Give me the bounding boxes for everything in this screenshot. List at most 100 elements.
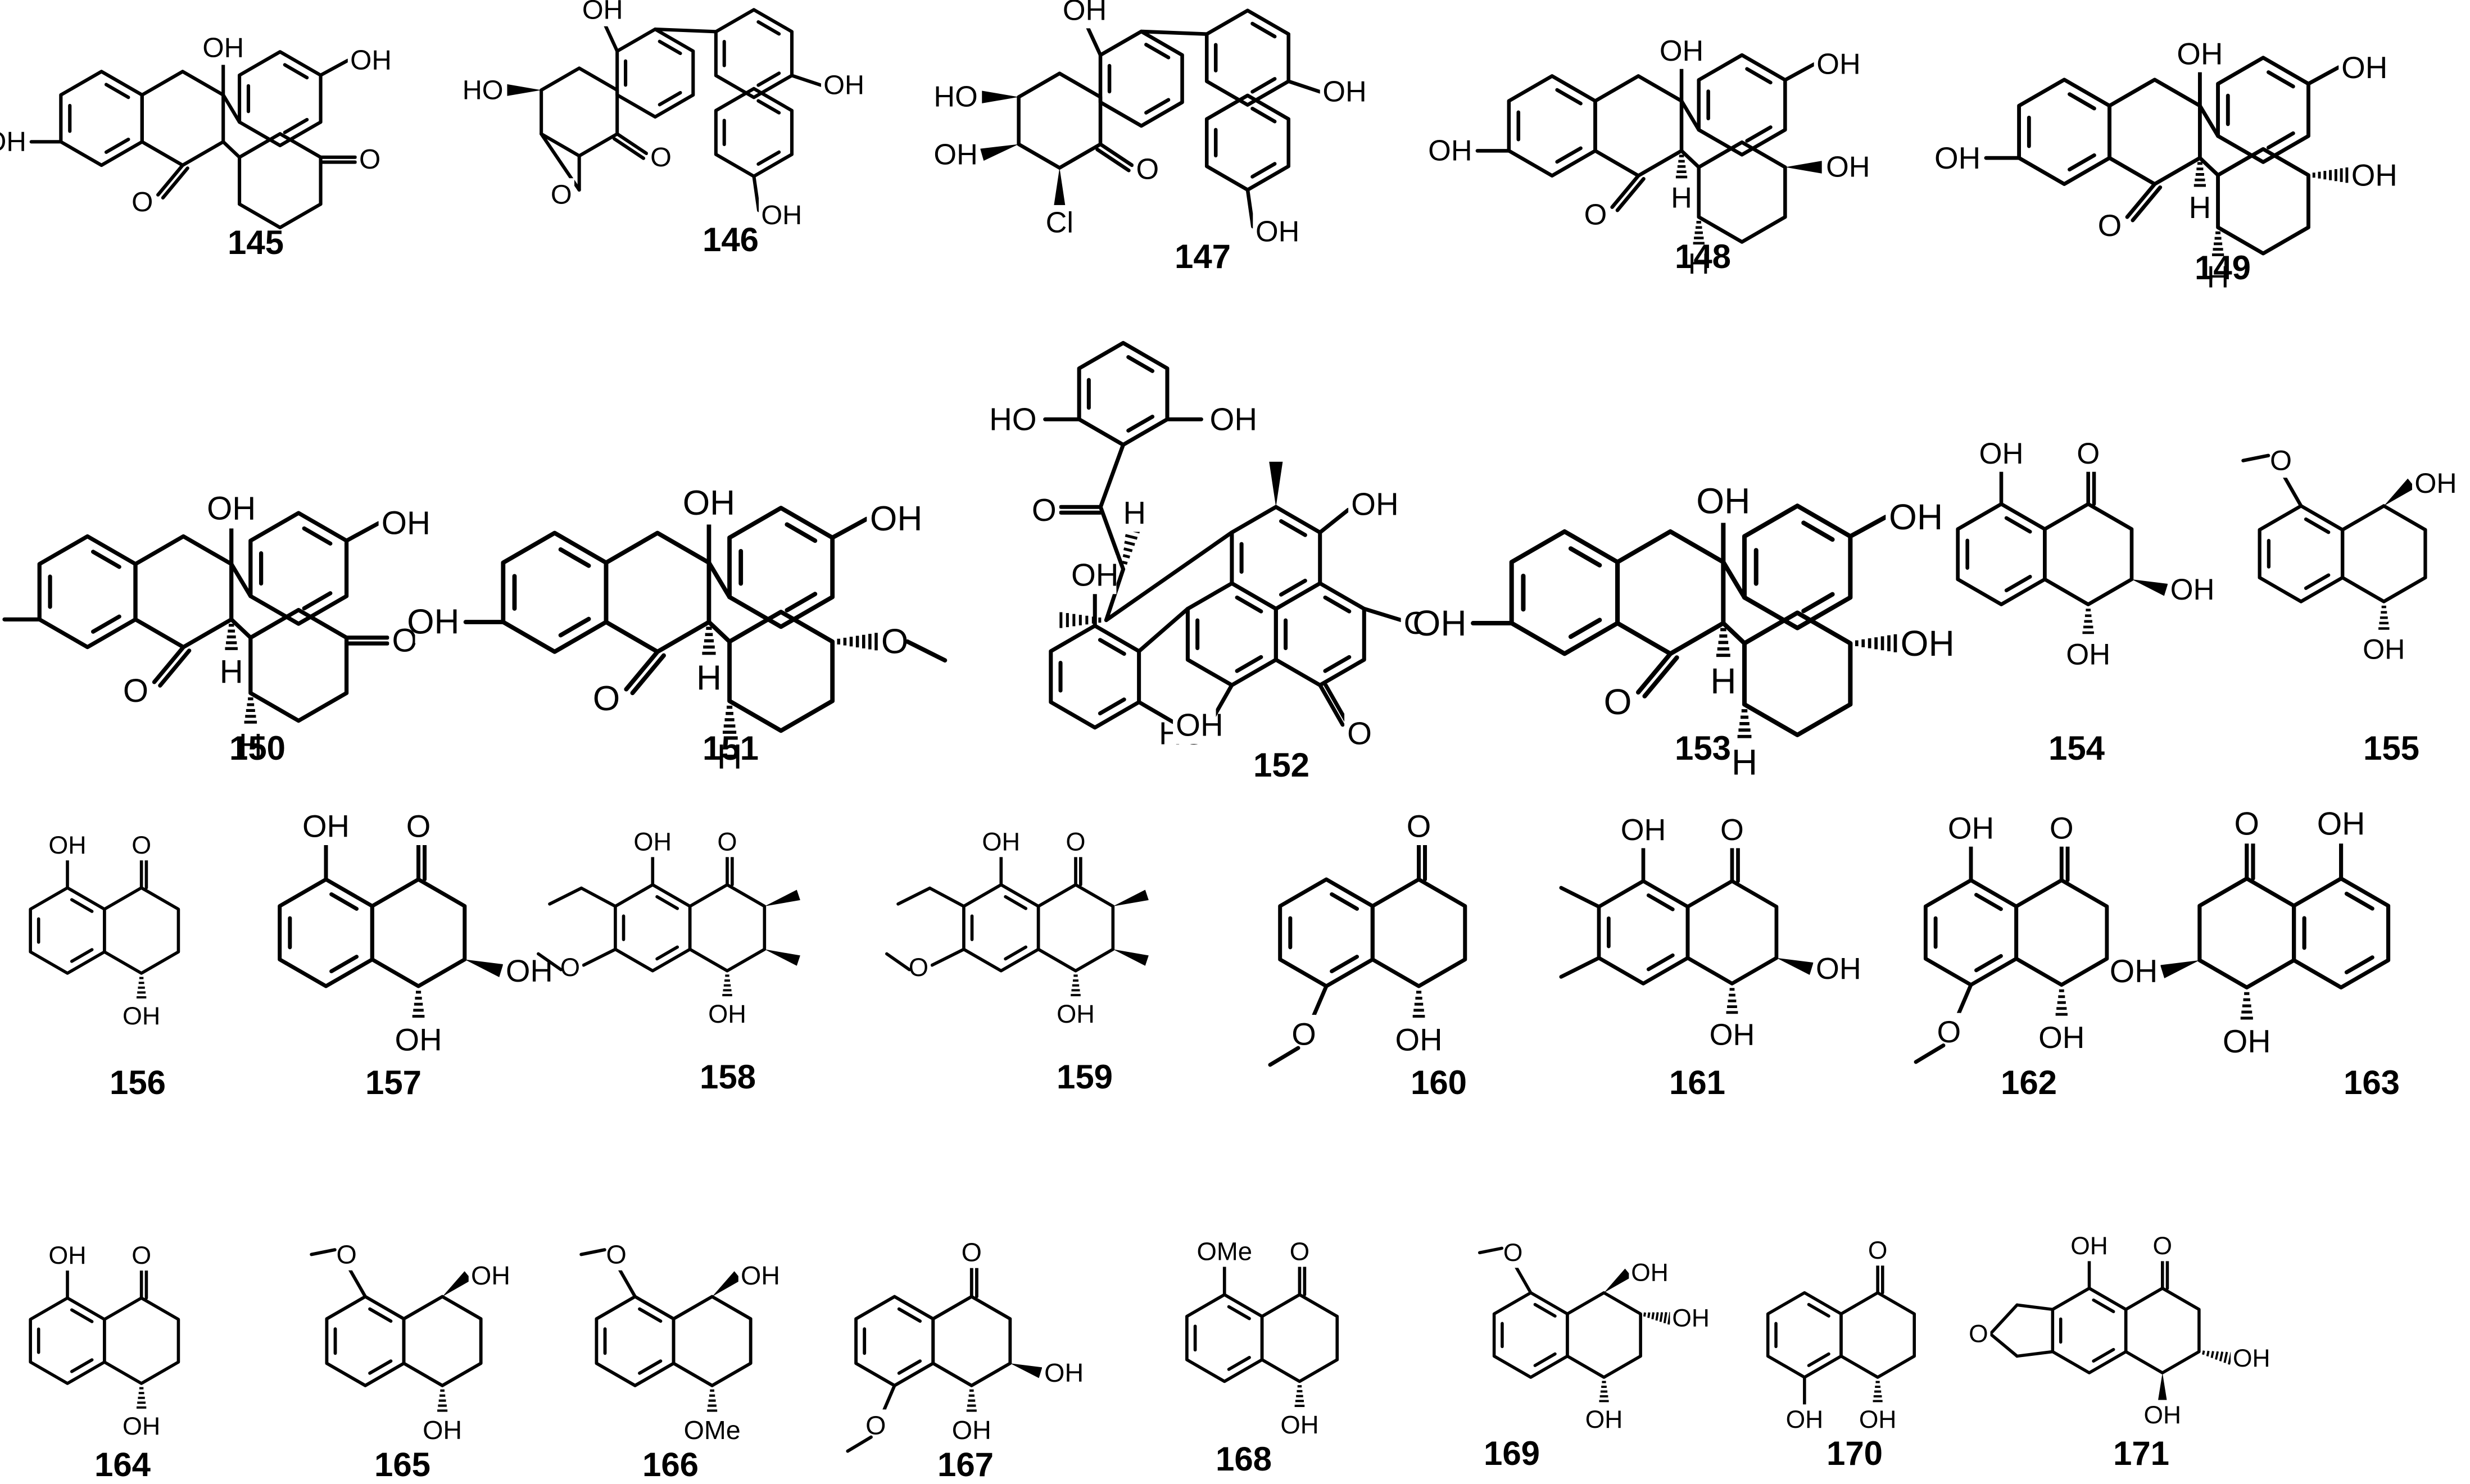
hash-stroke bbox=[1122, 560, 1128, 565]
phenalenone-ring-a-double-bond bbox=[1279, 578, 1307, 597]
naphthalene-ring-b-double-bond bbox=[756, 150, 781, 166]
wedge-benzylic-bond bbox=[2157, 1373, 2168, 1406]
benzene-ring-ring bbox=[2258, 504, 2345, 603]
carbonyl-double-bond bbox=[2131, 185, 2163, 223]
atom-label-background bbox=[911, 952, 931, 983]
ketone-ring bbox=[1593, 74, 1684, 178]
wedge-hydroxyl-bond bbox=[1776, 957, 1814, 975]
saturated-ring bbox=[402, 1295, 483, 1387]
carbonyl-o-label: O bbox=[1136, 153, 1159, 185]
saturated-ring bbox=[2340, 504, 2427, 603]
saturated-ring bbox=[1839, 1291, 1916, 1379]
methoxy-bond bbox=[582, 947, 617, 967]
compound-number: 163 bbox=[2343, 1064, 2400, 1101]
atom-label-background bbox=[2179, 35, 2221, 72]
methoxy-o-label: O bbox=[560, 953, 580, 982]
benzene-ring-double-bond bbox=[897, 1307, 922, 1323]
hydroxyl-bond bbox=[344, 521, 381, 543]
angular-oh-label: OH bbox=[1660, 35, 1703, 67]
atom-label-background bbox=[954, 1414, 990, 1446]
atom-label-background bbox=[356, 143, 378, 177]
five-ring-bond bbox=[1721, 621, 1747, 646]
ring-oh-label: OH bbox=[471, 1261, 510, 1290]
saturated-ring bbox=[2197, 876, 2296, 990]
right-aromatic-double-bond bbox=[1801, 592, 1835, 614]
atom-label-background bbox=[1670, 1303, 1704, 1334]
five-ring-bond bbox=[706, 560, 732, 600]
atom-label-background bbox=[132, 829, 151, 861]
stereo-h-label: H bbox=[1123, 495, 1146, 530]
benzene-ring-ring bbox=[278, 877, 374, 988]
naphthalene-ring-a-double-bond bbox=[1250, 21, 1277, 39]
cyclohexyl-ring bbox=[1697, 140, 1787, 244]
benzene-ring-ring bbox=[1956, 502, 2047, 606]
naphthalene-ring-a-ring bbox=[714, 8, 794, 99]
peri-substituent-label: OH bbox=[302, 809, 350, 844]
phenol-oh-label: HO bbox=[989, 402, 1037, 437]
cyclohexyl-ring bbox=[1742, 610, 1853, 737]
compound-number: 166 bbox=[642, 1446, 699, 1483]
atom-label-background bbox=[1730, 740, 1759, 784]
atom-label-background bbox=[347, 43, 386, 78]
benzene-ring-ring bbox=[595, 1295, 676, 1387]
atom-label-background bbox=[1661, 33, 1702, 69]
benzene-ring-double-bond bbox=[1004, 895, 1028, 910]
benzene-ring-double-bond bbox=[638, 1307, 663, 1323]
atom-label-background bbox=[1587, 1404, 1621, 1435]
atom-label-background bbox=[1971, 1318, 1991, 1349]
benzylic-oh-label: OH bbox=[123, 1412, 160, 1440]
atom-label-background bbox=[0, 600, 2, 639]
peri-substituent-label: OH bbox=[1979, 437, 2024, 470]
upper-aromatic-double-bond bbox=[1144, 98, 1171, 115]
phenalenone-ring-b-ring bbox=[1185, 581, 1278, 687]
benzylic-oh-label: OH bbox=[123, 1002, 160, 1030]
atom-label-background bbox=[940, 79, 981, 115]
furan-bond bbox=[2015, 1350, 2055, 1358]
benzylic-oh-label: OH bbox=[1395, 1022, 1443, 1058]
atom-label-background bbox=[1133, 151, 1157, 188]
left-aromatic-ring bbox=[2017, 78, 2111, 186]
phenalenone-ring-b-double-bond bbox=[1235, 595, 1263, 614]
hydroxyl-bond bbox=[1362, 606, 1403, 623]
phenol-oh-label: OH bbox=[1210, 402, 1258, 437]
benzene-ring-double-bond bbox=[2304, 573, 2331, 590]
right-aromatic-ring bbox=[237, 50, 323, 148]
left-aromatic-double-bond bbox=[558, 547, 591, 568]
benzene-ring-double-bond bbox=[2004, 575, 2032, 593]
atom-label-background bbox=[1291, 1015, 1316, 1053]
benzene-ring-ring bbox=[1278, 877, 1375, 988]
phenol-oh-label: OH bbox=[761, 200, 802, 230]
left-aromatic-double-bond bbox=[90, 614, 121, 634]
biaryl-bond bbox=[1137, 606, 1190, 653]
benzylic-substituent-label: OH bbox=[423, 1415, 462, 1445]
benzene-ring-ring bbox=[1597, 879, 1690, 986]
ring-fusion-h-label: H bbox=[1710, 661, 1736, 701]
atom-label-background bbox=[1058, 998, 1093, 1029]
methoxy-o-label: O bbox=[606, 1240, 627, 1269]
phenol-oh-label: OH bbox=[1176, 707, 1223, 742]
ring-oh-label: OH bbox=[2414, 468, 2457, 499]
carbonyl-o-label: O bbox=[962, 1237, 982, 1267]
resorcinol-ring-top-double-bond bbox=[1126, 355, 1155, 373]
phenol-oh-label: OH bbox=[407, 603, 459, 642]
atom-label-background bbox=[1073, 555, 1117, 594]
wedge-hydroxyl-bond bbox=[464, 959, 504, 977]
